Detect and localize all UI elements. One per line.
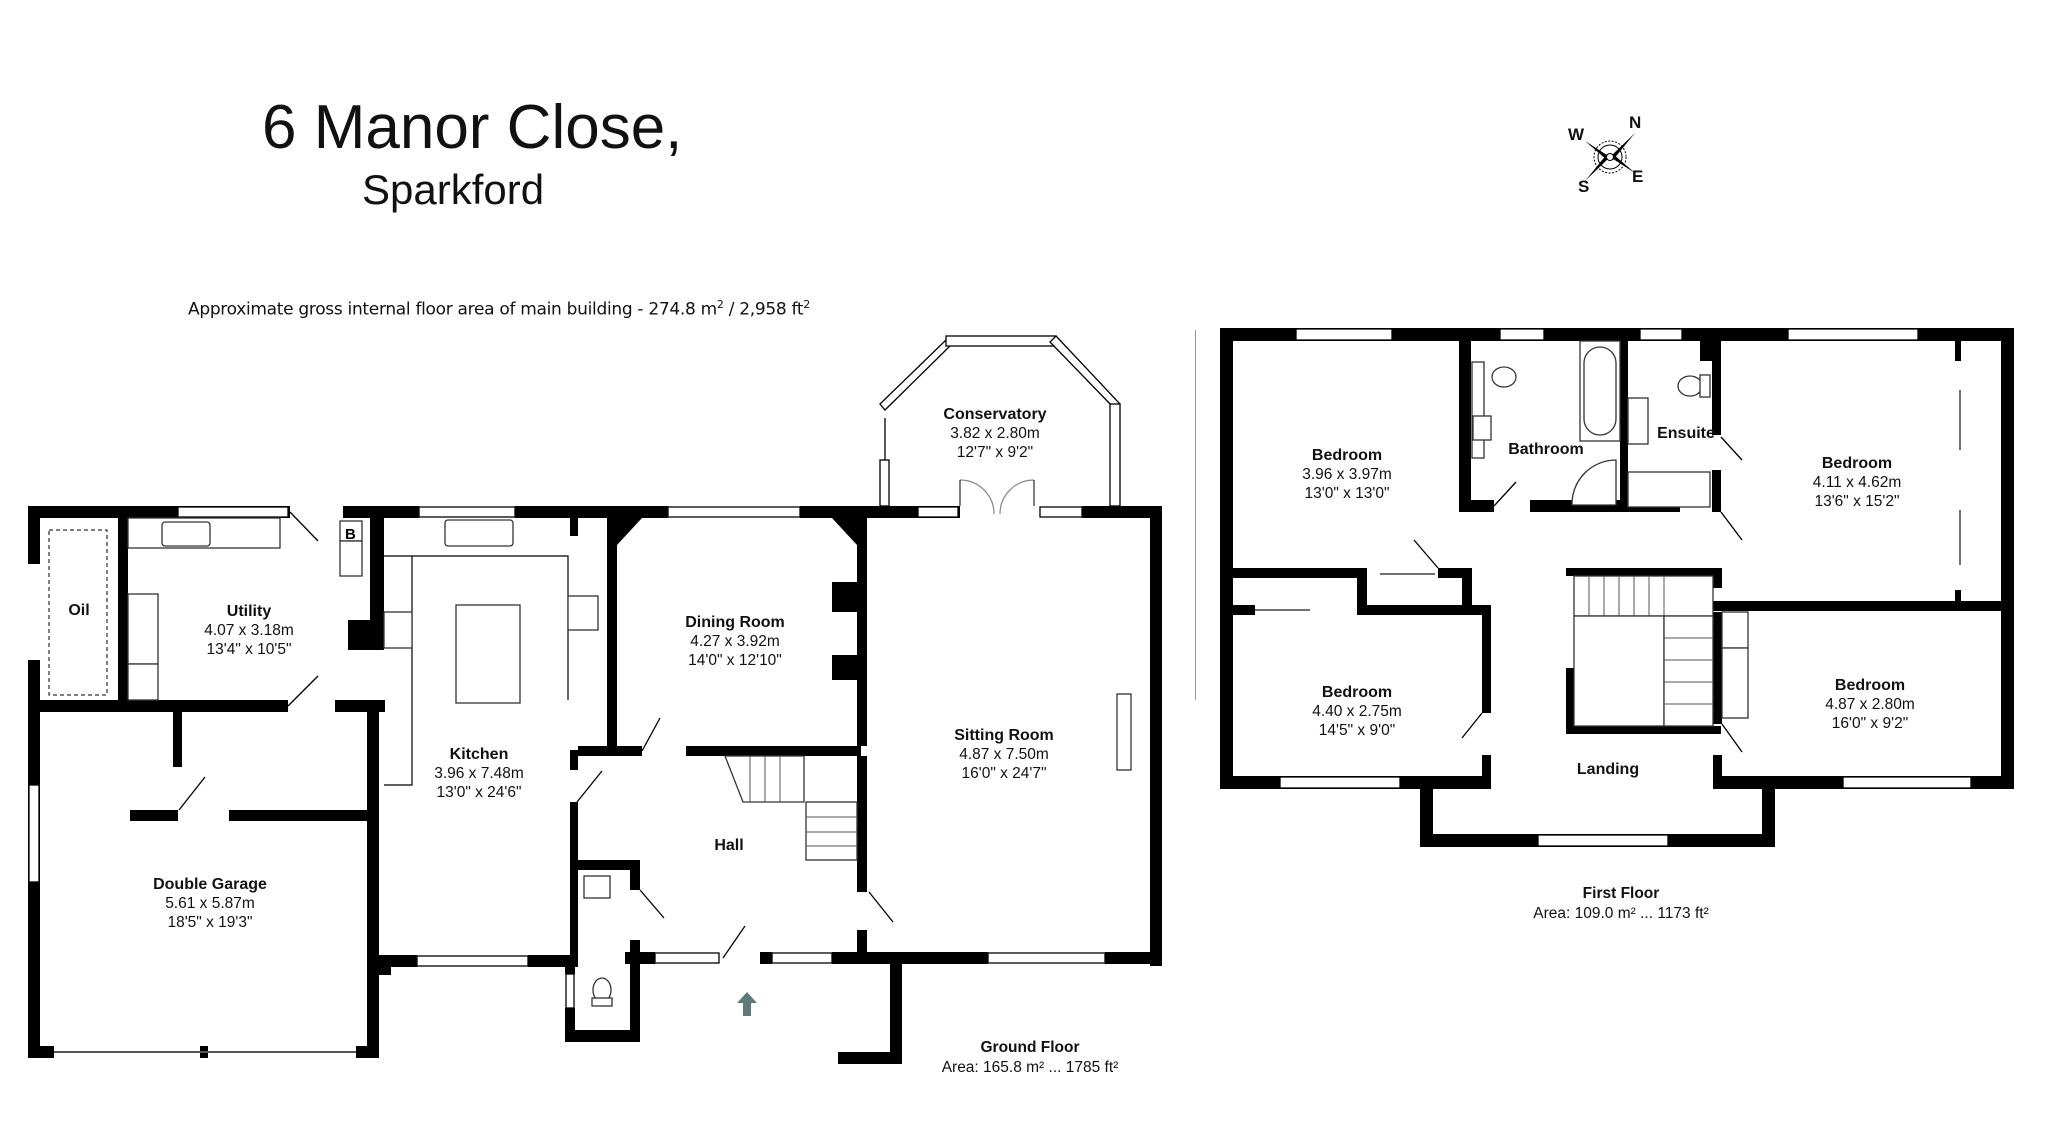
property-title: 6 Manor Close, <box>262 93 683 162</box>
room-metric: 4.87 x 2.80m <box>1825 696 1915 713</box>
room-name: Bedroom <box>1311 447 1383 464</box>
room-name: Conservatory <box>943 406 1047 423</box>
entrance-arrow-icon <box>737 992 757 1016</box>
room-metric: 4.27 x 3.92m <box>690 633 780 650</box>
compass-s: S <box>1578 177 1590 196</box>
room-hall: Hall <box>714 836 743 855</box>
first-floor-label: First Floor Area: 109.0 m² ... 1173 ft² <box>1533 884 1708 924</box>
room-metric: 4.07 x 3.18m <box>204 622 294 639</box>
room-imperial: 13'0" x 13'0" <box>1304 485 1390 502</box>
room-oil: Oil <box>68 601 89 620</box>
ground-floor-windows <box>28 335 1122 1009</box>
floor-name: First Floor <box>1582 885 1660 902</box>
room-name: Kitchen <box>449 746 509 763</box>
room-name: Hall <box>714 837 744 854</box>
room-name: Landing <box>1576 761 1640 778</box>
room-name: Utility <box>226 603 272 620</box>
ground-floor-fixtures: B <box>48 479 1132 1053</box>
floor-name: Ground Floor <box>980 1039 1080 1056</box>
compass-icon: N W S E <box>1565 113 1665 196</box>
room-imperial: 14'0" x 12'10" <box>688 652 782 669</box>
room-imperial: 13'0" x 24'6" <box>436 784 522 801</box>
room-name: Bedroom <box>1834 677 1906 694</box>
room-conservatory: Conservatory 3.82 x 2.80m 12'7" x 9'2" <box>943 405 1046 462</box>
room-imperial: 18'5" x 19'3" <box>167 914 253 931</box>
room-metric: 4.87 x 7.50m <box>959 746 1049 763</box>
room-garage: Double Garage 5.61 x 5.87m 18'5" x 19'3" <box>153 875 267 932</box>
room-sitting: Sitting Room 4.87 x 7.50m 16'0" x 24'7" <box>954 726 1054 783</box>
compass-w: W <box>1568 125 1585 144</box>
room-ensuite: Ensuite <box>1657 424 1715 443</box>
svg-text:B: B <box>345 526 356 543</box>
compass-n: N <box>1629 113 1642 132</box>
ground-floor-walls <box>28 506 1162 1064</box>
room-metric: 4.40 x 2.75m <box>1312 703 1402 720</box>
room-utility: Utility 4.07 x 3.18m 13'4" x 10'5" <box>204 602 294 659</box>
room-bedroom-4: Bedroom 4.87 x 2.80m 16'0" x 9'2" <box>1825 676 1915 733</box>
first-floor-fixtures <box>1255 340 1961 753</box>
room-metric: 3.96 x 7.48m <box>434 765 524 782</box>
room-bedroom-2: Bedroom 4.11 x 4.62m 13'6" x 15'2" <box>1813 454 1901 511</box>
area-sup: 2 <box>716 298 724 311</box>
compass-e: E <box>1632 167 1644 186</box>
room-name: Dining Room <box>685 614 785 631</box>
first-floor-windows <box>1279 328 1972 847</box>
room-metric: 5.61 x 5.87m <box>165 895 255 912</box>
room-name: Ensuite <box>1657 425 1715 442</box>
room-name: Bathroom <box>1508 441 1584 458</box>
area-sup: 2 <box>803 298 810 311</box>
room-name: Oil <box>68 602 90 619</box>
total-area-note: Approximate gross internal floor area of… <box>188 298 810 320</box>
room-imperial: 13'6" x 15'2" <box>1814 493 1900 510</box>
area-note-metric: Approximate gross internal floor area of… <box>188 299 717 320</box>
room-imperial: 16'0" x 9'2" <box>1831 715 1909 732</box>
room-dining: Dining Room 4.27 x 3.92m 14'0" x 12'10" <box>685 613 785 670</box>
room-name: Sitting Room <box>954 727 1054 744</box>
room-imperial: 14'5" x 9'0" <box>1318 722 1396 739</box>
room-imperial: 16'0" x 24'7" <box>961 765 1047 782</box>
room-metric: 4.11 x 4.62m <box>1812 474 1902 491</box>
room-name: Bedroom <box>1821 455 1893 472</box>
room-metric: 3.82 x 2.80m <box>950 425 1040 442</box>
room-name: Double Garage <box>153 876 267 893</box>
room-kitchen: Kitchen 3.96 x 7.48m 13'0" x 24'6" <box>434 745 524 802</box>
room-bedroom-1: Bedroom 3.96 x 3.97m 13'0" x 13'0" <box>1302 446 1392 503</box>
floor-area: Area: 109.0 m² ... 1173 ft² <box>1533 905 1709 922</box>
area-note-imperial: / 2,958 ft <box>723 299 804 320</box>
room-landing: Landing <box>1577 760 1639 779</box>
floor-divider <box>1195 330 1196 700</box>
room-bedroom-3: Bedroom 4.40 x 2.75m 14'5" x 9'0" <box>1312 683 1402 740</box>
property-location: Sparkford <box>362 166 545 213</box>
room-metric: 3.96 x 3.97m <box>1302 466 1392 483</box>
room-imperial: 12'7" x 9'2" <box>956 444 1034 461</box>
room-imperial: 13'4" x 10'5" <box>206 641 292 658</box>
room-bathroom: Bathroom <box>1508 440 1584 459</box>
room-name: Bedroom <box>1321 684 1393 701</box>
floor-area: Area: 165.8 m² ... 1785 ft² <box>941 1059 1119 1076</box>
ground-floor-label: Ground Floor Area: 165.8 m² ... 1785 ft² <box>942 1038 1119 1078</box>
